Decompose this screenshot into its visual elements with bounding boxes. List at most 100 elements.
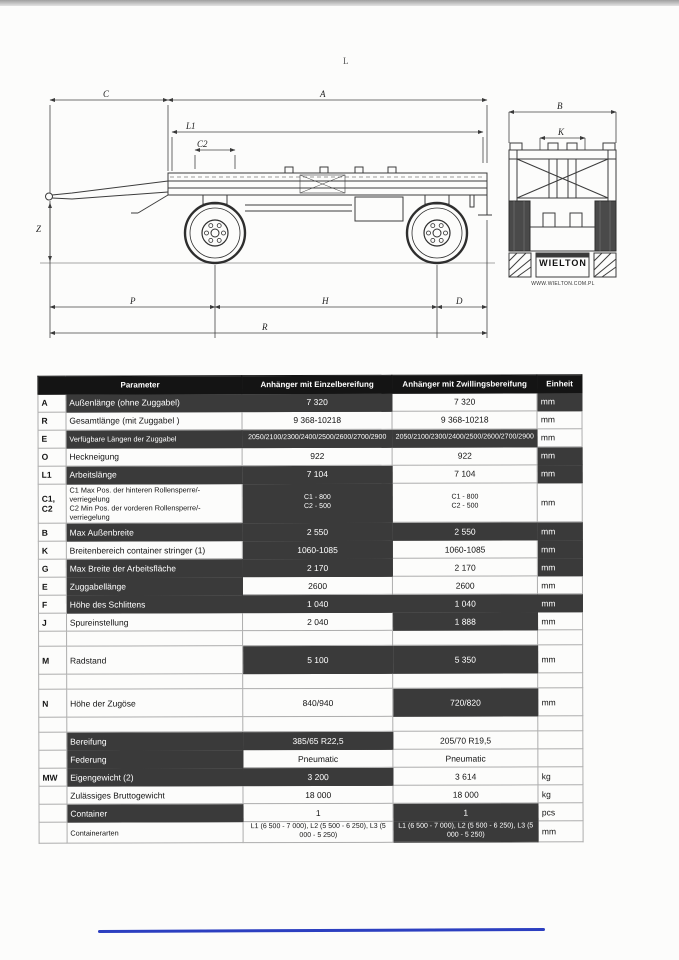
cell-val2: 2 550	[392, 522, 538, 541]
cell-val2: 1	[393, 803, 539, 822]
cell-code: C1, C2	[38, 484, 67, 524]
dim-label-r: R	[262, 322, 268, 332]
cell-val1	[242, 673, 393, 690]
cell-unit	[538, 749, 583, 768]
cell-unit: mm	[537, 522, 583, 541]
trailer-line-art	[40, 98, 617, 338]
cell-val1: 7 104	[242, 465, 393, 484]
spacer-row	[38, 630, 583, 647]
cell-code	[38, 786, 67, 805]
cell-val2: C1 - 800 C2 - 500	[392, 482, 538, 523]
dim-label-d: D	[456, 296, 463, 306]
spec-table-header: Parameter Anhänger mit Einzelbereifung A…	[37, 374, 582, 395]
cell-val1: Pneumatic	[243, 749, 394, 769]
technical-drawing: C A L1 C2 Z P H D R B K WIELTON WWW.WIEL…	[0, 55, 679, 360]
cell-param: Arbeitslänge	[65, 465, 243, 485]
cell-param: Max Breite der Arbeitsfläche	[66, 559, 243, 578]
cell-unit	[537, 630, 583, 646]
trailer-side-view	[40, 166, 495, 264]
cell-code: B	[38, 523, 67, 542]
cell-unit: mm	[538, 688, 583, 717]
cell-param	[66, 674, 243, 690]
cell-param: Höhe des Schlittens	[66, 595, 243, 614]
cell-val1: 2 550	[242, 522, 393, 542]
cell-param: Gesamtlänge (mit Zuggabel )	[65, 411, 243, 431]
cell-val1: 385/65 R22,5	[243, 731, 393, 751]
spec-table: Parameter Anhänger mit Einzelbereifung A…	[37, 374, 584, 844]
cell-param: Containerarten	[66, 822, 244, 844]
cell-val1: 18 000	[243, 785, 394, 805]
cell-param: Container	[66, 804, 244, 823]
cell-unit: mm	[537, 645, 583, 674]
cell-val1: L1 (6 500 - 7 000), L2 (5 500 - 6 250), …	[243, 821, 394, 843]
cell-code: O	[38, 448, 66, 467]
cell-unit: mm	[537, 446, 583, 465]
dim-label-h: H	[322, 296, 329, 306]
cell-val2: L1 (6 500 - 7 000), L2 (5 500 - 6 250), …	[393, 821, 539, 843]
cell-param: Radstand	[66, 646, 243, 675]
cell-param: Außenlänge (ohne Zuggabel)	[65, 393, 243, 413]
cell-val2	[392, 673, 539, 689]
cell-code: J	[38, 613, 67, 632]
cell-code: N	[38, 689, 67, 718]
cell-param: Federung	[66, 750, 244, 769]
cell-code: E	[38, 577, 67, 596]
cell-code	[38, 674, 67, 690]
cell-param: Max Außenbreite	[66, 523, 243, 542]
cell-param	[66, 631, 243, 647]
cell-param: Zuggabellänge	[66, 577, 243, 596]
cell-unit: mm	[537, 612, 583, 631]
cell-code: M	[38, 646, 67, 675]
cell-code	[39, 822, 67, 844]
brand-wordmark: WIELTON	[539, 258, 587, 268]
cell-val1: 5 100	[242, 645, 393, 675]
cell-param: Verfügbare Längen der Zuggabel	[65, 429, 243, 449]
cell-code	[39, 804, 67, 823]
cell-param: Zulässiges Bruttogewicht	[66, 786, 244, 805]
cell-unit: mm	[537, 594, 583, 613]
dim-label-p: P	[130, 296, 136, 306]
cell-unit: pcs	[538, 803, 584, 822]
cell-unit: kg	[538, 785, 584, 804]
cell-val2: 5 350	[392, 645, 538, 674]
dim-label-a: A	[320, 89, 326, 99]
spacer-row	[38, 716, 583, 733]
cell-param: Bereifung	[66, 732, 244, 751]
cell-val1: 2 040	[242, 612, 393, 632]
cell-val2	[392, 716, 539, 732]
cell-unit: mm	[537, 482, 583, 523]
cell-code	[38, 750, 67, 769]
dim-label-z: Z	[36, 224, 42, 234]
cell-param: Spureinstellung	[66, 613, 243, 632]
cell-val1	[243, 716, 393, 733]
cell-code: K	[38, 541, 67, 560]
cell-val2: 922	[392, 446, 538, 466]
cell-unit: mm	[537, 392, 582, 411]
header-twin-tyres: Anhänger mit Zwillingsbereifung	[392, 374, 538, 394]
cell-val2: 7 320	[392, 392, 538, 412]
cell-val2: 2 170	[392, 558, 538, 577]
cell-val2: 1060-1085	[392, 540, 538, 559]
scan-edge	[0, 0, 679, 6]
cell-val2: 18 000	[393, 785, 539, 804]
scan-artifact-mark: L	[343, 56, 349, 66]
cell-val2: 9 368-10218	[392, 410, 538, 430]
cell-code: G	[38, 559, 67, 578]
cell-code	[38, 631, 67, 647]
cell-val2: 1 888	[392, 612, 538, 631]
cell-code: F	[38, 595, 67, 614]
pen-annotation-line	[97, 928, 546, 933]
cell-val2: 205/70 R19,5	[392, 731, 539, 750]
cell-unit: kg	[538, 767, 583, 786]
cell-val2: 720/820	[392, 688, 539, 717]
cell-code: L1	[38, 466, 66, 485]
